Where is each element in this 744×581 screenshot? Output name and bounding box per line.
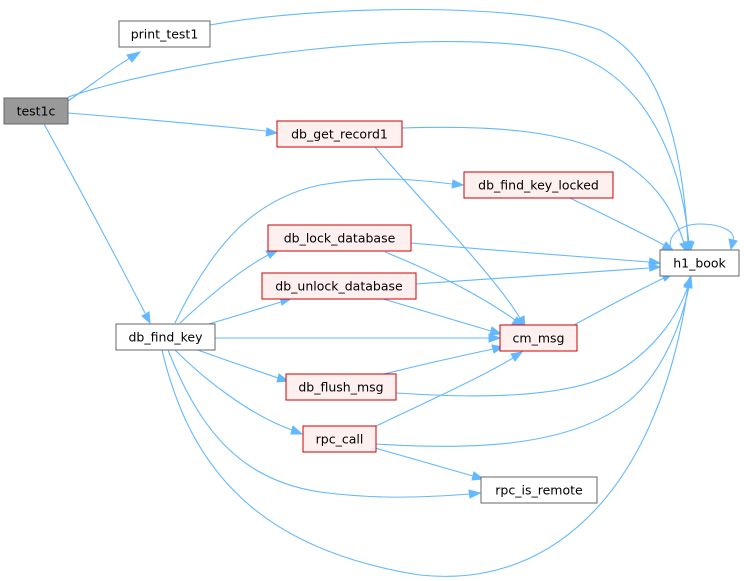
edge-rpc_call-cm_msg xyxy=(371,351,524,429)
node-db_get_record1[interactable]: db_get_record1 xyxy=(276,120,403,148)
edge-db_find_key-db_unlock_database xyxy=(204,296,294,326)
edge-cm_msg-h1_book xyxy=(573,272,675,326)
node-db_find_key_locked[interactable]: db_find_key_locked xyxy=(463,171,614,199)
node-label: db_unlock_database xyxy=(275,279,403,294)
node-cm_msg[interactable]: cm_msg xyxy=(499,324,578,352)
edge-db_unlock_database-h1_book xyxy=(415,262,662,285)
node-label: db_flush_msg xyxy=(298,380,383,395)
node-h1_book[interactable]: h1_book xyxy=(659,249,740,277)
node-label: rpc_is_remote xyxy=(495,483,583,498)
edge-db_find_key-h1_book xyxy=(161,275,693,577)
node-rpc_is_remote[interactable]: rpc_is_remote xyxy=(480,476,598,504)
node-label: rpc_call xyxy=(316,432,364,447)
edge-db_flush_msg-cm_msg xyxy=(379,344,505,376)
node-db_unlock_database[interactable]: db_unlock_database xyxy=(261,272,417,300)
node-test1c[interactable]: test1c xyxy=(3,97,69,125)
node-db_flush_msg[interactable]: db_flush_msg xyxy=(285,373,397,401)
edge-db_find_key-rpc_call xyxy=(174,349,304,435)
node-print_test1[interactable]: print_test1 xyxy=(118,20,211,48)
edge-db_find_key-cm_msg xyxy=(214,333,502,343)
node-label: cm_msg xyxy=(513,331,565,346)
edge-db_lock_database-h1_book xyxy=(409,242,662,267)
edge-db_find_key-db_find_key_locked xyxy=(174,178,465,324)
edge-db_find_key-rpc_is_remote xyxy=(167,349,482,499)
edge-db_find_key-db_flush_msg xyxy=(194,348,290,383)
edge-rpc_call-h1_book xyxy=(375,275,693,447)
node-label: db_find_key_locked xyxy=(478,178,599,193)
node-db_lock_database[interactable]: db_lock_database xyxy=(267,224,412,252)
node-label: test1c xyxy=(17,104,56,119)
node-label: h1_book xyxy=(673,256,726,271)
edge-db_find_key_locked-h1_book xyxy=(569,197,675,251)
edge-db_find_key-db_lock_database xyxy=(179,249,280,324)
edge-rpc_call-rpc_is_remote xyxy=(374,447,485,481)
edge-test1c-db_find_key xyxy=(43,123,151,325)
edge-db_unlock_database-cm_msg xyxy=(379,297,503,336)
node-rpc_call[interactable]: rpc_call xyxy=(302,425,377,453)
node-label: db_lock_database xyxy=(284,231,396,246)
edge-test1c-print_test1 xyxy=(67,51,142,102)
node-label: print_test1 xyxy=(131,27,199,42)
node-label: db_get_record1 xyxy=(291,127,388,142)
edge-test1c-db_get_record1 xyxy=(67,112,279,137)
node-label: db_find_key xyxy=(129,330,204,345)
node-db_find_key[interactable]: db_find_key xyxy=(115,323,216,351)
edge-h1_book-h1_book xyxy=(669,223,738,253)
